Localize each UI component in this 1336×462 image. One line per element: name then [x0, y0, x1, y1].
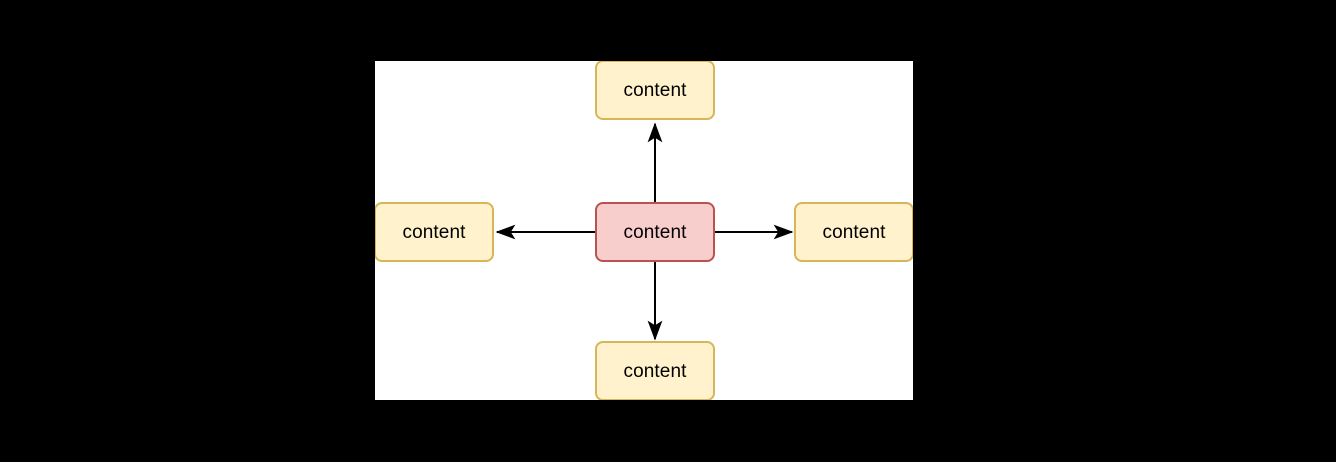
node-right[interactable]: content	[794, 202, 913, 262]
node-top-label: content	[623, 79, 687, 101]
node-bottom-label: content	[623, 360, 687, 382]
node-center-label: content	[623, 221, 687, 243]
node-right-label: content	[822, 221, 886, 243]
node-top[interactable]: content	[595, 61, 715, 120]
node-left[interactable]: content	[375, 202, 494, 262]
diagram-canvas: content content content content content	[375, 61, 913, 400]
node-center[interactable]: content	[595, 202, 715, 262]
node-bottom[interactable]: content	[595, 341, 715, 400]
node-left-label: content	[402, 221, 466, 243]
